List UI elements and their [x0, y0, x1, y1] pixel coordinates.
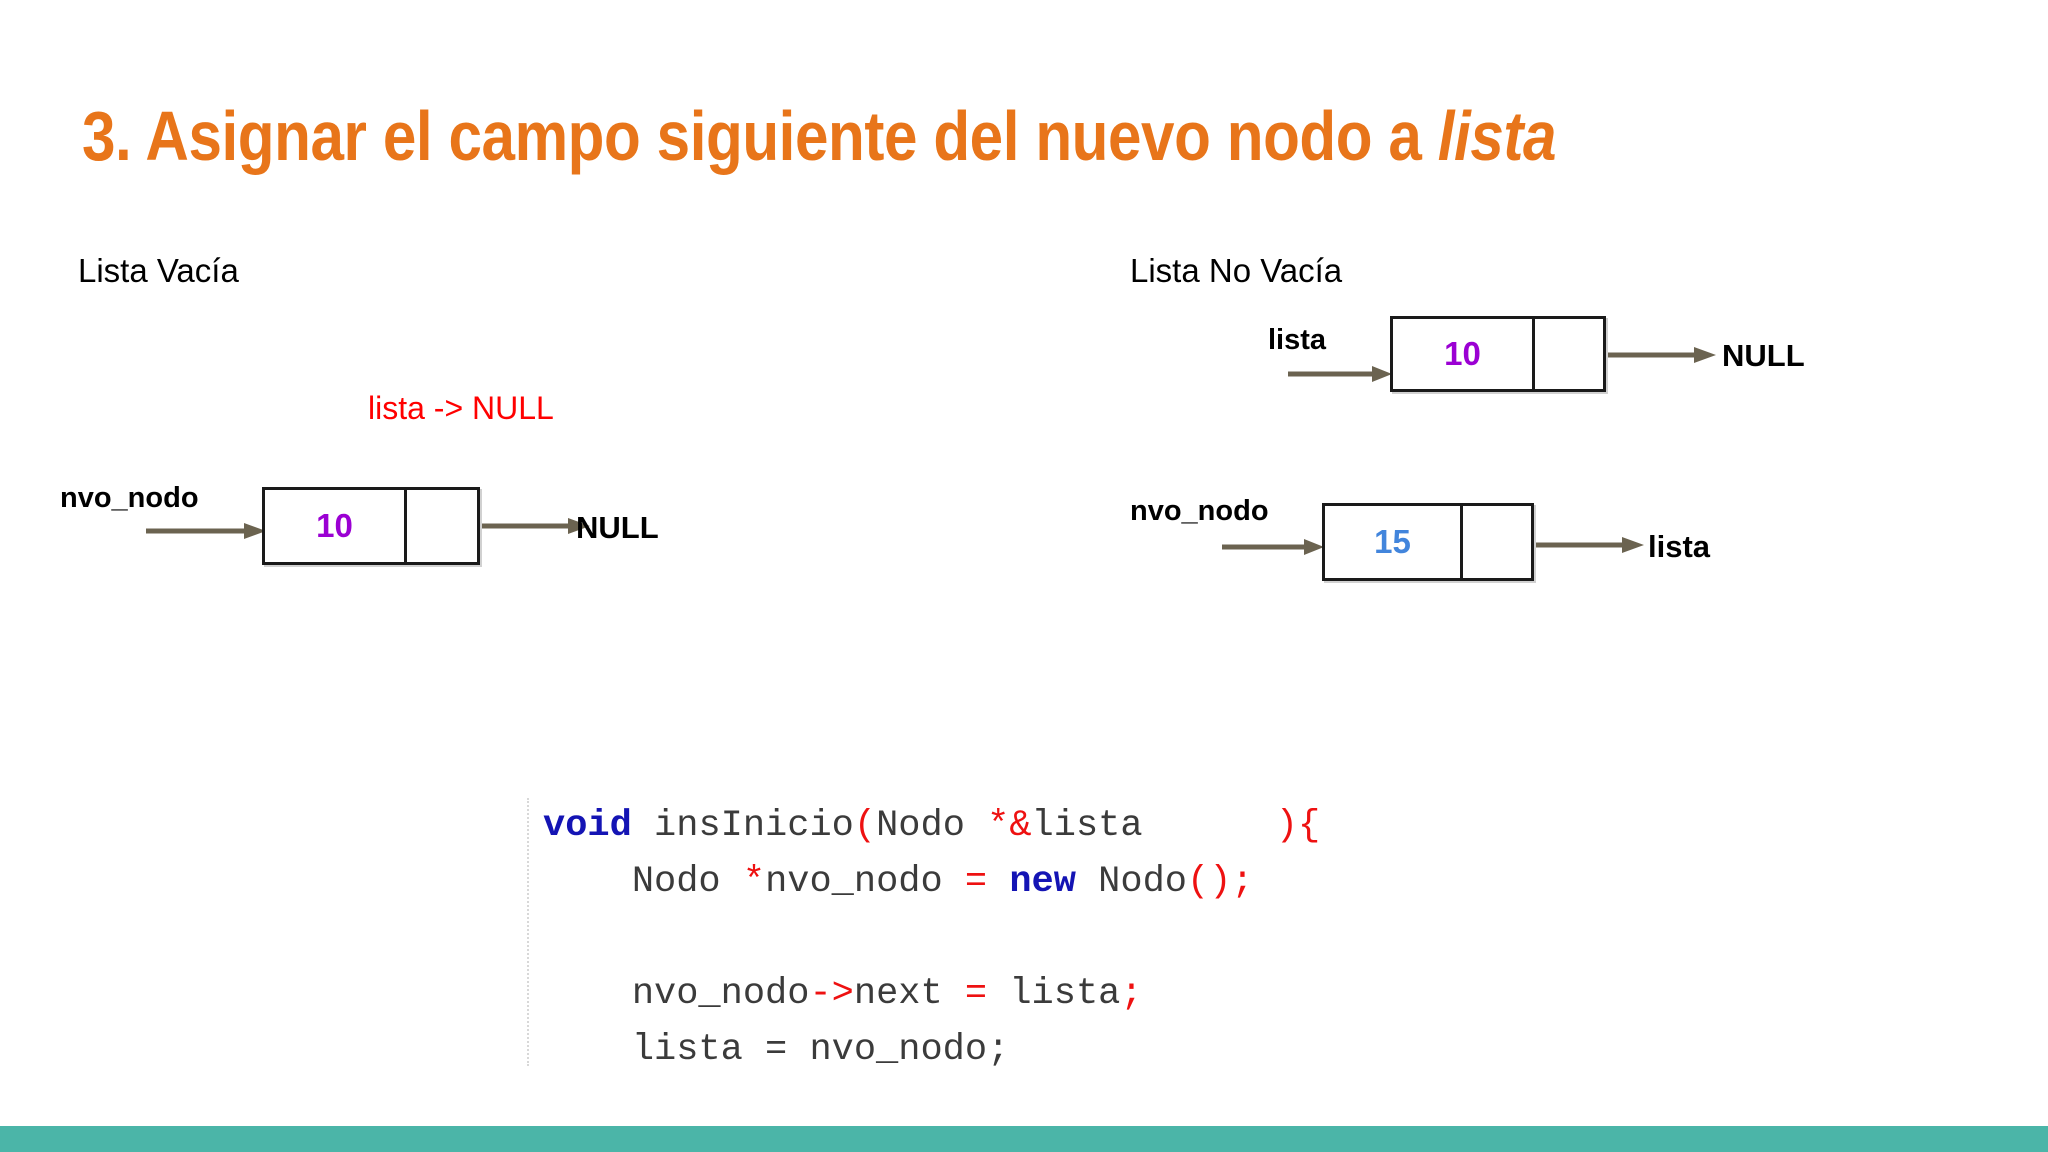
code-snippet: void insInicio(Nodo *&lista ){ Nodo *nvo…	[527, 798, 1527, 1066]
code-token: )	[1275, 805, 1299, 847]
arrow-new-node-to-lista	[1536, 535, 1646, 555]
code-token: =	[964, 973, 988, 1015]
arrow-lista-to-existing-node	[1288, 364, 1394, 384]
code-token: ()	[1187, 861, 1232, 903]
right-new-node-next-cell	[1463, 506, 1531, 578]
right-panel-heading: Lista No Vacía	[1130, 252, 1343, 289]
page-title-prefix: 3. Asignar el campo siguiente del nuevo …	[82, 97, 1438, 175]
code-token: lista	[1031, 805, 1276, 847]
right-existing-node-box: 10	[1390, 316, 1606, 392]
code-token: next	[853, 973, 965, 1015]
code-token: (	[853, 805, 877, 847]
left-panel-heading: Lista Vacía	[78, 252, 239, 289]
right-existing-node-pointer-label: lista	[1268, 324, 1327, 356]
code-token: void	[543, 805, 632, 847]
code-token: =	[964, 861, 988, 903]
left-node-value: 10	[265, 490, 407, 562]
code-token: lista	[987, 973, 1121, 1015]
code-token: Nodo	[1075, 861, 1187, 903]
code-token: Nodo	[876, 805, 988, 847]
page-title-emphasis: lista	[1437, 97, 1557, 175]
bottom-accent-bar	[0, 1126, 2048, 1152]
arrow-nvo-nodo-to-new-node	[1222, 537, 1326, 557]
left-panel-note: lista -> NULL	[368, 390, 554, 426]
code-token: nvo_nodo	[765, 861, 965, 903]
code-token: ;	[1120, 973, 1143, 1015]
code-token: Nodo	[543, 861, 743, 903]
right-new-node-next-label: lista	[1648, 529, 1711, 564]
code-token: nvo_nodo	[543, 973, 810, 1015]
right-existing-node-next-cell	[1535, 319, 1603, 389]
code-snippet-text: void insInicio(Nodo *&lista ){ Nodo *nvo…	[543, 798, 1527, 1066]
arrow-existing-node-to-null	[1608, 345, 1718, 365]
left-node-next-cell	[407, 490, 477, 562]
code-token	[987, 861, 1009, 903]
left-node-box: 10	[262, 487, 480, 565]
right-new-node-value: 15	[1325, 506, 1463, 578]
code-token: *	[742, 861, 766, 903]
page-title: 3. Asignar el campo siguiente del nuevo …	[82, 96, 1630, 176]
right-existing-node-next-label: NULL	[1722, 338, 1805, 373]
left-node-next-label: NULL	[576, 510, 659, 545]
code-token: ;	[1231, 861, 1254, 903]
code-token: lista = nvo_nodo;	[543, 1029, 1010, 1066]
right-new-node-pointer-label: nvo_nodo	[1130, 495, 1269, 527]
code-token: *&	[987, 805, 1032, 847]
left-node-pointer-label: nvo_nodo	[60, 482, 199, 514]
right-new-node-box: 15	[1322, 503, 1534, 581]
code-token: ->	[809, 973, 854, 1015]
right-existing-node-value: 10	[1393, 319, 1535, 389]
code-token: insInicio	[631, 805, 854, 847]
code-token: new	[1009, 861, 1076, 903]
arrow-nvo-nodo-to-node-left	[146, 521, 268, 541]
code-token: {	[1298, 805, 1321, 847]
